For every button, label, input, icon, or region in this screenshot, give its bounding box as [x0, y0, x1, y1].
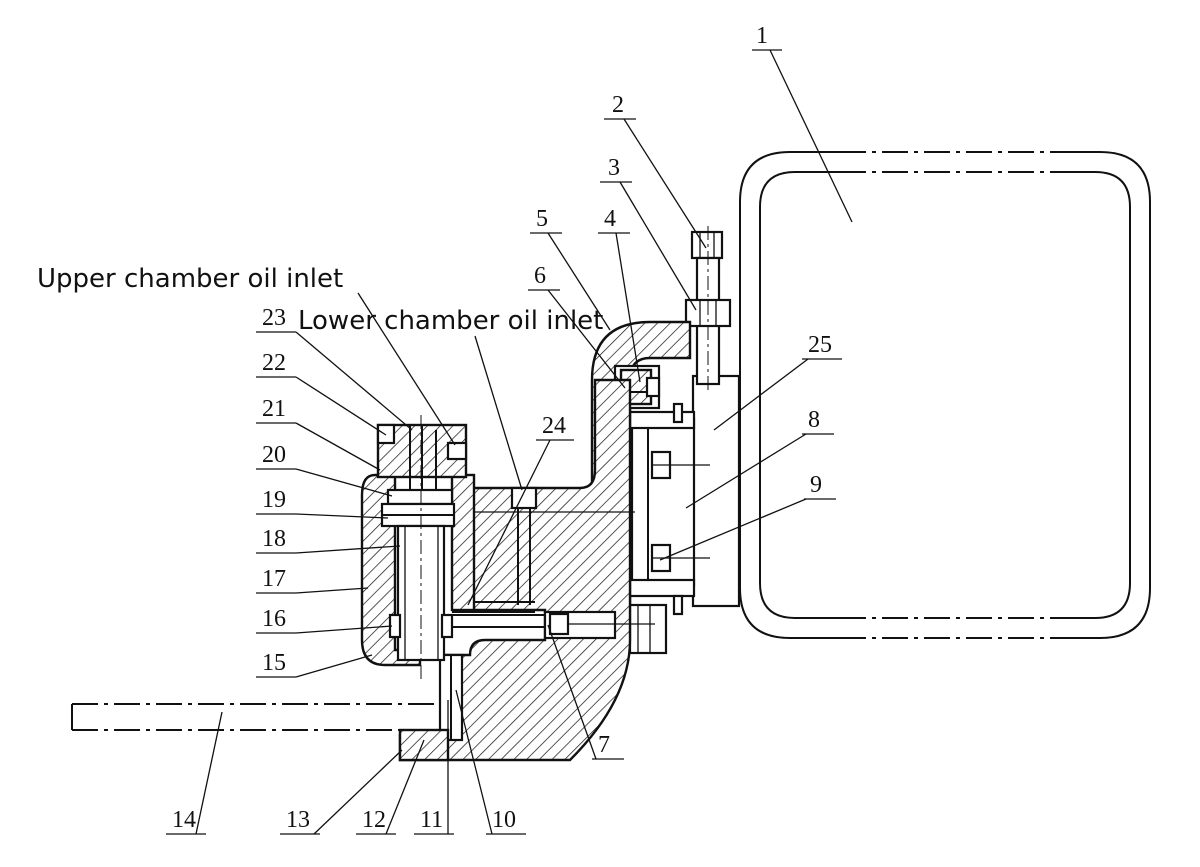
- leader-16: [295, 625, 393, 634]
- bolt-part-2: [684, 226, 732, 392]
- leader-2: [623, 118, 707, 249]
- main-body: [398, 378, 655, 762]
- cylinder-assembly: [360, 415, 476, 680]
- upper-inlet-leader: [357, 292, 456, 446]
- lower-chamber-oil-inlet-label: Lower chamber oil inlet: [298, 306, 603, 336]
- label-18: 18: [262, 526, 286, 552]
- label-11: 11: [420, 807, 443, 833]
- label-24: 24: [542, 413, 566, 439]
- label-17: 17: [262, 566, 286, 592]
- frame-part-1: [739, 151, 1151, 639]
- label-15: 15: [262, 650, 286, 676]
- bar-part-14: [71, 703, 445, 731]
- leader-17: [295, 587, 369, 594]
- label-7: 7: [598, 732, 610, 758]
- label-14: 14: [172, 807, 196, 833]
- label-6: 6: [534, 263, 546, 289]
- leader-4: [615, 232, 641, 383]
- label-16: 16: [262, 606, 286, 632]
- label-19: 19: [262, 487, 286, 513]
- leader-25: [713, 358, 809, 431]
- label-5: 5: [536, 206, 548, 232]
- leader-14: [195, 711, 223, 835]
- label-10: 10: [492, 807, 516, 833]
- leader-10: [455, 689, 493, 835]
- clamp-bracket: [626, 374, 741, 616]
- label-3: 3: [608, 155, 620, 181]
- label-9: 9: [810, 472, 822, 498]
- leader-5: [547, 232, 611, 331]
- leader-18: [295, 545, 401, 554]
- label-25: 25: [808, 332, 832, 358]
- leader-22: [295, 376, 387, 436]
- label-13: 13: [286, 807, 310, 833]
- label-23: 23: [262, 305, 286, 331]
- label-4: 4: [604, 206, 616, 232]
- leader-13: [313, 749, 403, 835]
- leader-23: [295, 331, 413, 431]
- upper-chamber-oil-inlet-label: Upper chamber oil inlet: [37, 264, 343, 294]
- leader-6: [547, 289, 626, 389]
- leader-7: [547, 624, 597, 760]
- leader-9: [659, 498, 807, 561]
- lower-inlet-leader: [474, 335, 523, 491]
- label-20: 20: [262, 442, 286, 468]
- label-8: 8: [808, 407, 820, 433]
- label-1: 1: [756, 23, 768, 49]
- label-12: 12: [362, 807, 386, 833]
- label-2: 2: [612, 92, 624, 118]
- leader-24: [467, 439, 551, 606]
- leader-20: [295, 468, 393, 497]
- leader-19: [295, 513, 389, 519]
- leader-15: [295, 654, 373, 678]
- leader-8: [685, 433, 807, 509]
- leader-3: [619, 181, 697, 311]
- leader-12: [385, 739, 425, 835]
- label-22: 22: [262, 350, 286, 376]
- leader-1: [769, 49, 853, 223]
- leader-21: [295, 422, 381, 471]
- label-21: 21: [262, 396, 286, 422]
